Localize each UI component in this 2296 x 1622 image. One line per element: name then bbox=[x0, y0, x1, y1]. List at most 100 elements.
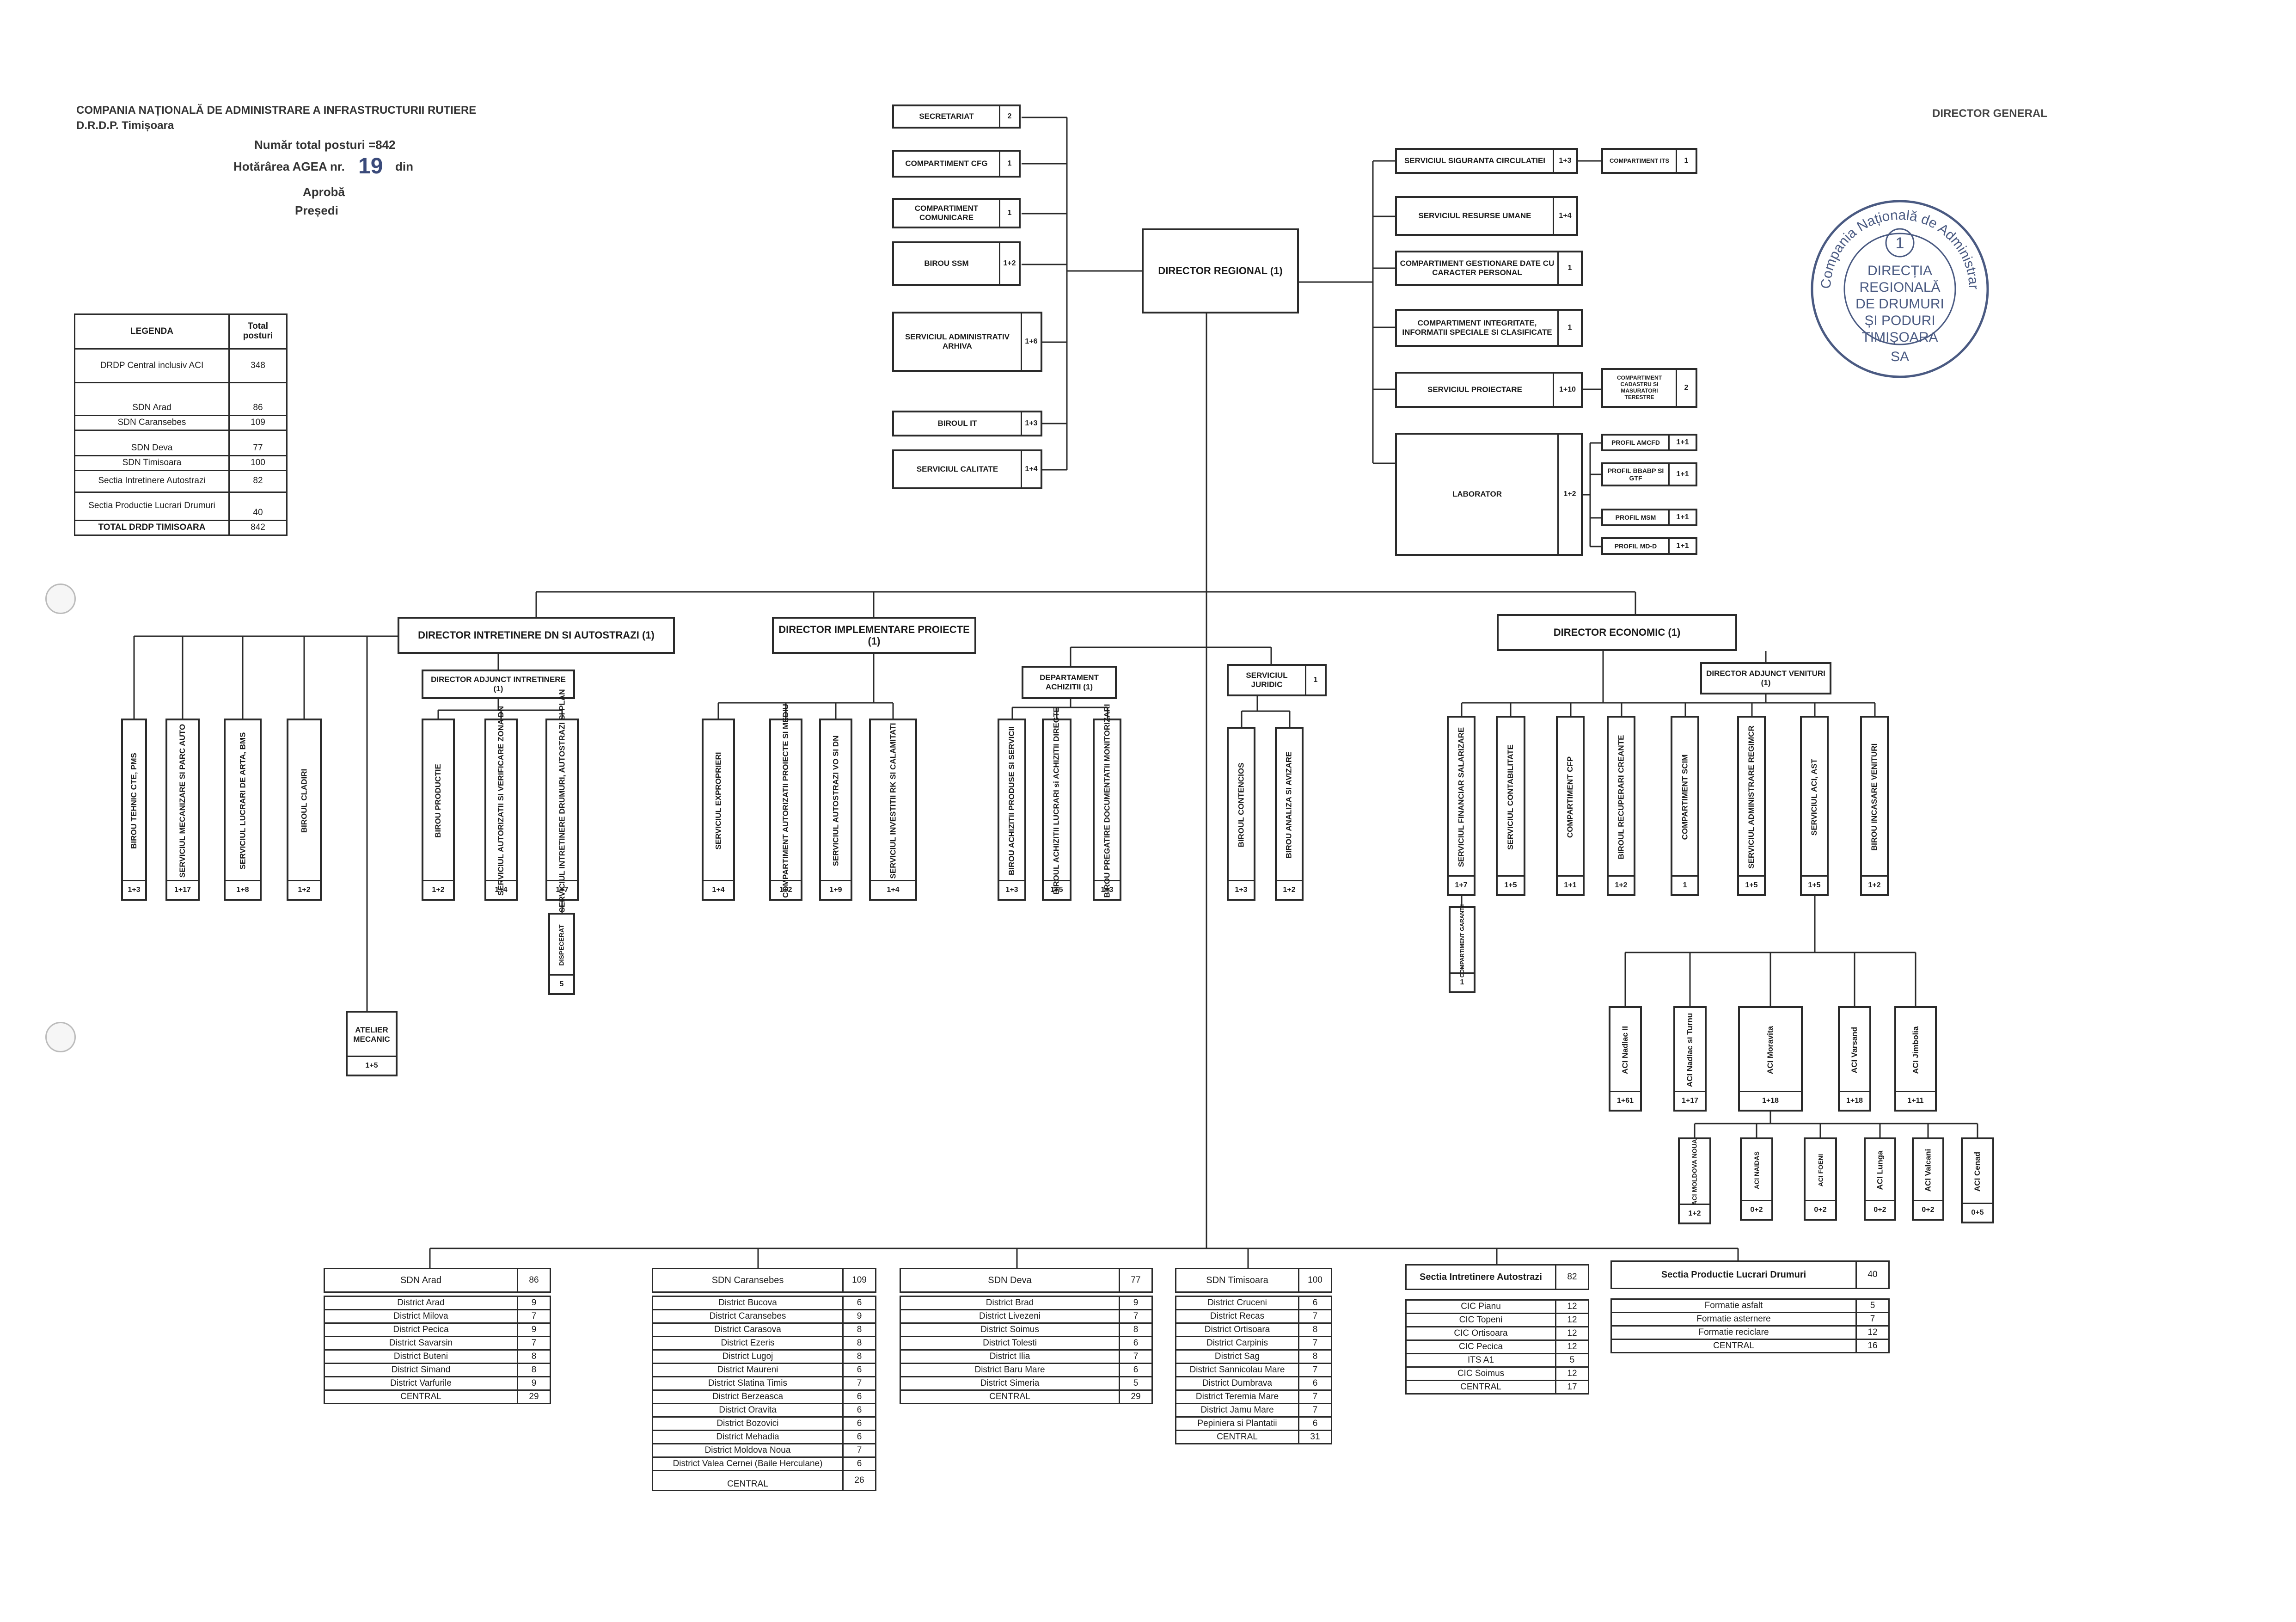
table-row-value: 7 bbox=[517, 1309, 551, 1324]
unit-count: 1+2 bbox=[288, 880, 320, 899]
table-row-value: 9 bbox=[517, 1376, 551, 1391]
unit-count: 1 bbox=[1557, 311, 1581, 345]
box-aci-jimbolia: ACI Jimbolia 1+11 bbox=[1894, 1006, 1937, 1112]
unit-count: 1+4 bbox=[704, 880, 733, 899]
unit-label: BIROU PRODUCTIE bbox=[434, 764, 442, 838]
table-row-name: District Maureni bbox=[652, 1363, 844, 1377]
table-row-name: District Arad bbox=[324, 1296, 518, 1310]
unit-count: 1+3 bbox=[1553, 150, 1576, 172]
unit-count: 0+2 bbox=[1742, 1200, 1771, 1219]
unit-count: 1 bbox=[999, 152, 1019, 176]
unit-label: COMPARTIMENT CFG bbox=[905, 159, 988, 168]
unit-count: 1+6 bbox=[1021, 313, 1041, 370]
table-row-value: 8 bbox=[842, 1349, 876, 1364]
stamp-emblem bbox=[1885, 228, 1915, 258]
stamp-line: ȘI PODURI bbox=[1864, 313, 1935, 328]
table-spacer bbox=[652, 1291, 876, 1297]
table-row-value: 9 bbox=[517, 1322, 551, 1337]
table-row-value: 5 bbox=[1855, 1298, 1890, 1313]
box-director-adjunct-intretinere: DIRECTOR ADJUNCT INTRETINERE (1) bbox=[422, 670, 575, 699]
table-row-value: 7 bbox=[1119, 1349, 1153, 1364]
table-row-value: 29 bbox=[517, 1389, 551, 1404]
unit-count: 0+2 bbox=[1806, 1200, 1835, 1219]
table-row-value: 9 bbox=[842, 1309, 876, 1324]
stamp-line: SA bbox=[1891, 349, 1909, 364]
stamp-digit: 1 bbox=[1896, 234, 1904, 252]
box-director-adjunct-venituri: DIRECTOR ADJUNCT VENITURI (1) bbox=[1700, 662, 1831, 694]
unit-count: 1+2 bbox=[1609, 875, 1634, 894]
table-row-name: District Mehadia bbox=[652, 1430, 844, 1444]
unit-count: 1+8 bbox=[226, 880, 260, 899]
unit-label: PROFIL MSM bbox=[1615, 513, 1656, 521]
unit-count: 1+5 bbox=[1739, 875, 1764, 894]
table-row-name: District Varfurile bbox=[324, 1376, 518, 1391]
table-row-name: CIC Soimus bbox=[1405, 1366, 1556, 1381]
table-row-value: 16 bbox=[1855, 1339, 1890, 1353]
table-row-name: District Cruceni bbox=[1175, 1296, 1299, 1310]
unit-label: BIROU INCASARE VENITURI bbox=[1870, 743, 1879, 851]
unit-label: SERVICIUL JURIDIC bbox=[1246, 671, 1288, 689]
table-row-name: District Bucova bbox=[652, 1296, 844, 1310]
unit-label: BIROU SSM bbox=[924, 259, 969, 268]
unit-label: DIRECTOR IMPLEMENTARE PROIECTE (1) bbox=[778, 623, 970, 647]
table-spacer bbox=[1406, 1289, 1589, 1301]
unit-count: 1+9 bbox=[821, 880, 851, 899]
table-row-name: CENTRAL bbox=[1175, 1430, 1299, 1444]
table-row-name: CENTRAL bbox=[1610, 1339, 1857, 1353]
aprob-label: Aprobă bbox=[303, 185, 345, 199]
director-general-label: DIRECTOR GENERAL bbox=[1932, 107, 2047, 120]
table-spacer bbox=[324, 1291, 551, 1297]
unit-count: 1 bbox=[1451, 972, 1474, 991]
table-total: 109 bbox=[842, 1268, 876, 1293]
legend-row-value: 100 bbox=[228, 455, 288, 471]
table-title: Sectia Intretinere Autostrazi bbox=[1405, 1264, 1556, 1290]
table-row-name: District Ezeris bbox=[652, 1336, 844, 1351]
unit-label: PROFIL BBABP SI GTF bbox=[1607, 467, 1664, 482]
unit-count: 1+4 bbox=[486, 880, 516, 899]
box-compartiment-integritate: COMPARTIMENT INTEGRITATE, INFORMATII SPE… bbox=[1395, 309, 1583, 347]
table-row-name: CIC Topeni bbox=[1405, 1313, 1556, 1327]
table-title: Sectia Productie Lucrari Drumuri bbox=[1610, 1260, 1857, 1289]
unit-label: SERVICIUL ADMINISTRARE REGIMCR bbox=[1747, 725, 1756, 869]
table-title: SDN Deva bbox=[900, 1268, 1120, 1293]
unit-label: SERVICIUL FINANCIAR SALARIZARE bbox=[1457, 727, 1465, 867]
box-serviciul-intretinere-drumuri: SERVICIUL INTRETINERE DRUMURI, AUTOSTRAZ… bbox=[545, 689, 579, 912]
table-row-name: CENTRAL bbox=[900, 1389, 1120, 1404]
stamp-outer-ring bbox=[1811, 200, 1989, 378]
table-row-value: 12 bbox=[1555, 1313, 1589, 1327]
unit-label: COMPARTIMENT GARANTII bbox=[1459, 904, 1465, 978]
unit-label: COMPARTIMENT GESTIONARE DATE CU CARACTER… bbox=[1400, 259, 1555, 277]
box-director-economic: DIRECTOR ECONOMIC (1) bbox=[1497, 614, 1737, 651]
table-row-value: 6 bbox=[1298, 1296, 1332, 1310]
stamp-seal: Compania Națională de Administrare a Inf… bbox=[1803, 183, 1989, 378]
table-row-name: District Bozovici bbox=[652, 1416, 844, 1431]
unit-count: 1+17 bbox=[1675, 1091, 1705, 1110]
unit-label: ACI Moravita bbox=[1765, 1026, 1775, 1074]
unit-label: DIRECTOR ADJUNCT INTRETINERE (1) bbox=[431, 675, 566, 693]
table-row-value: 7 bbox=[1119, 1309, 1153, 1324]
box-atelier-mecanic: ATELIER MECANIC 1+5 bbox=[346, 1011, 398, 1076]
box-director-regional: DIRECTOR REGIONAL (1) bbox=[1142, 228, 1299, 313]
table-row-name: District Sag bbox=[1175, 1349, 1299, 1364]
unit-label: ACI Jimbolia bbox=[1911, 1026, 1920, 1074]
unit-count: 1+11 bbox=[1896, 1091, 1935, 1110]
table-row-value: 17 bbox=[1555, 1380, 1589, 1395]
unit-label: SERVICIUL LUCRARI DE ARTA, BMS bbox=[238, 732, 247, 870]
unit-count: 1+3 bbox=[1095, 880, 1120, 899]
table-row-name: District Pecica bbox=[324, 1322, 518, 1337]
table-row-name: CENTRAL bbox=[652, 1470, 844, 1491]
table-spacer bbox=[1176, 1291, 1332, 1297]
